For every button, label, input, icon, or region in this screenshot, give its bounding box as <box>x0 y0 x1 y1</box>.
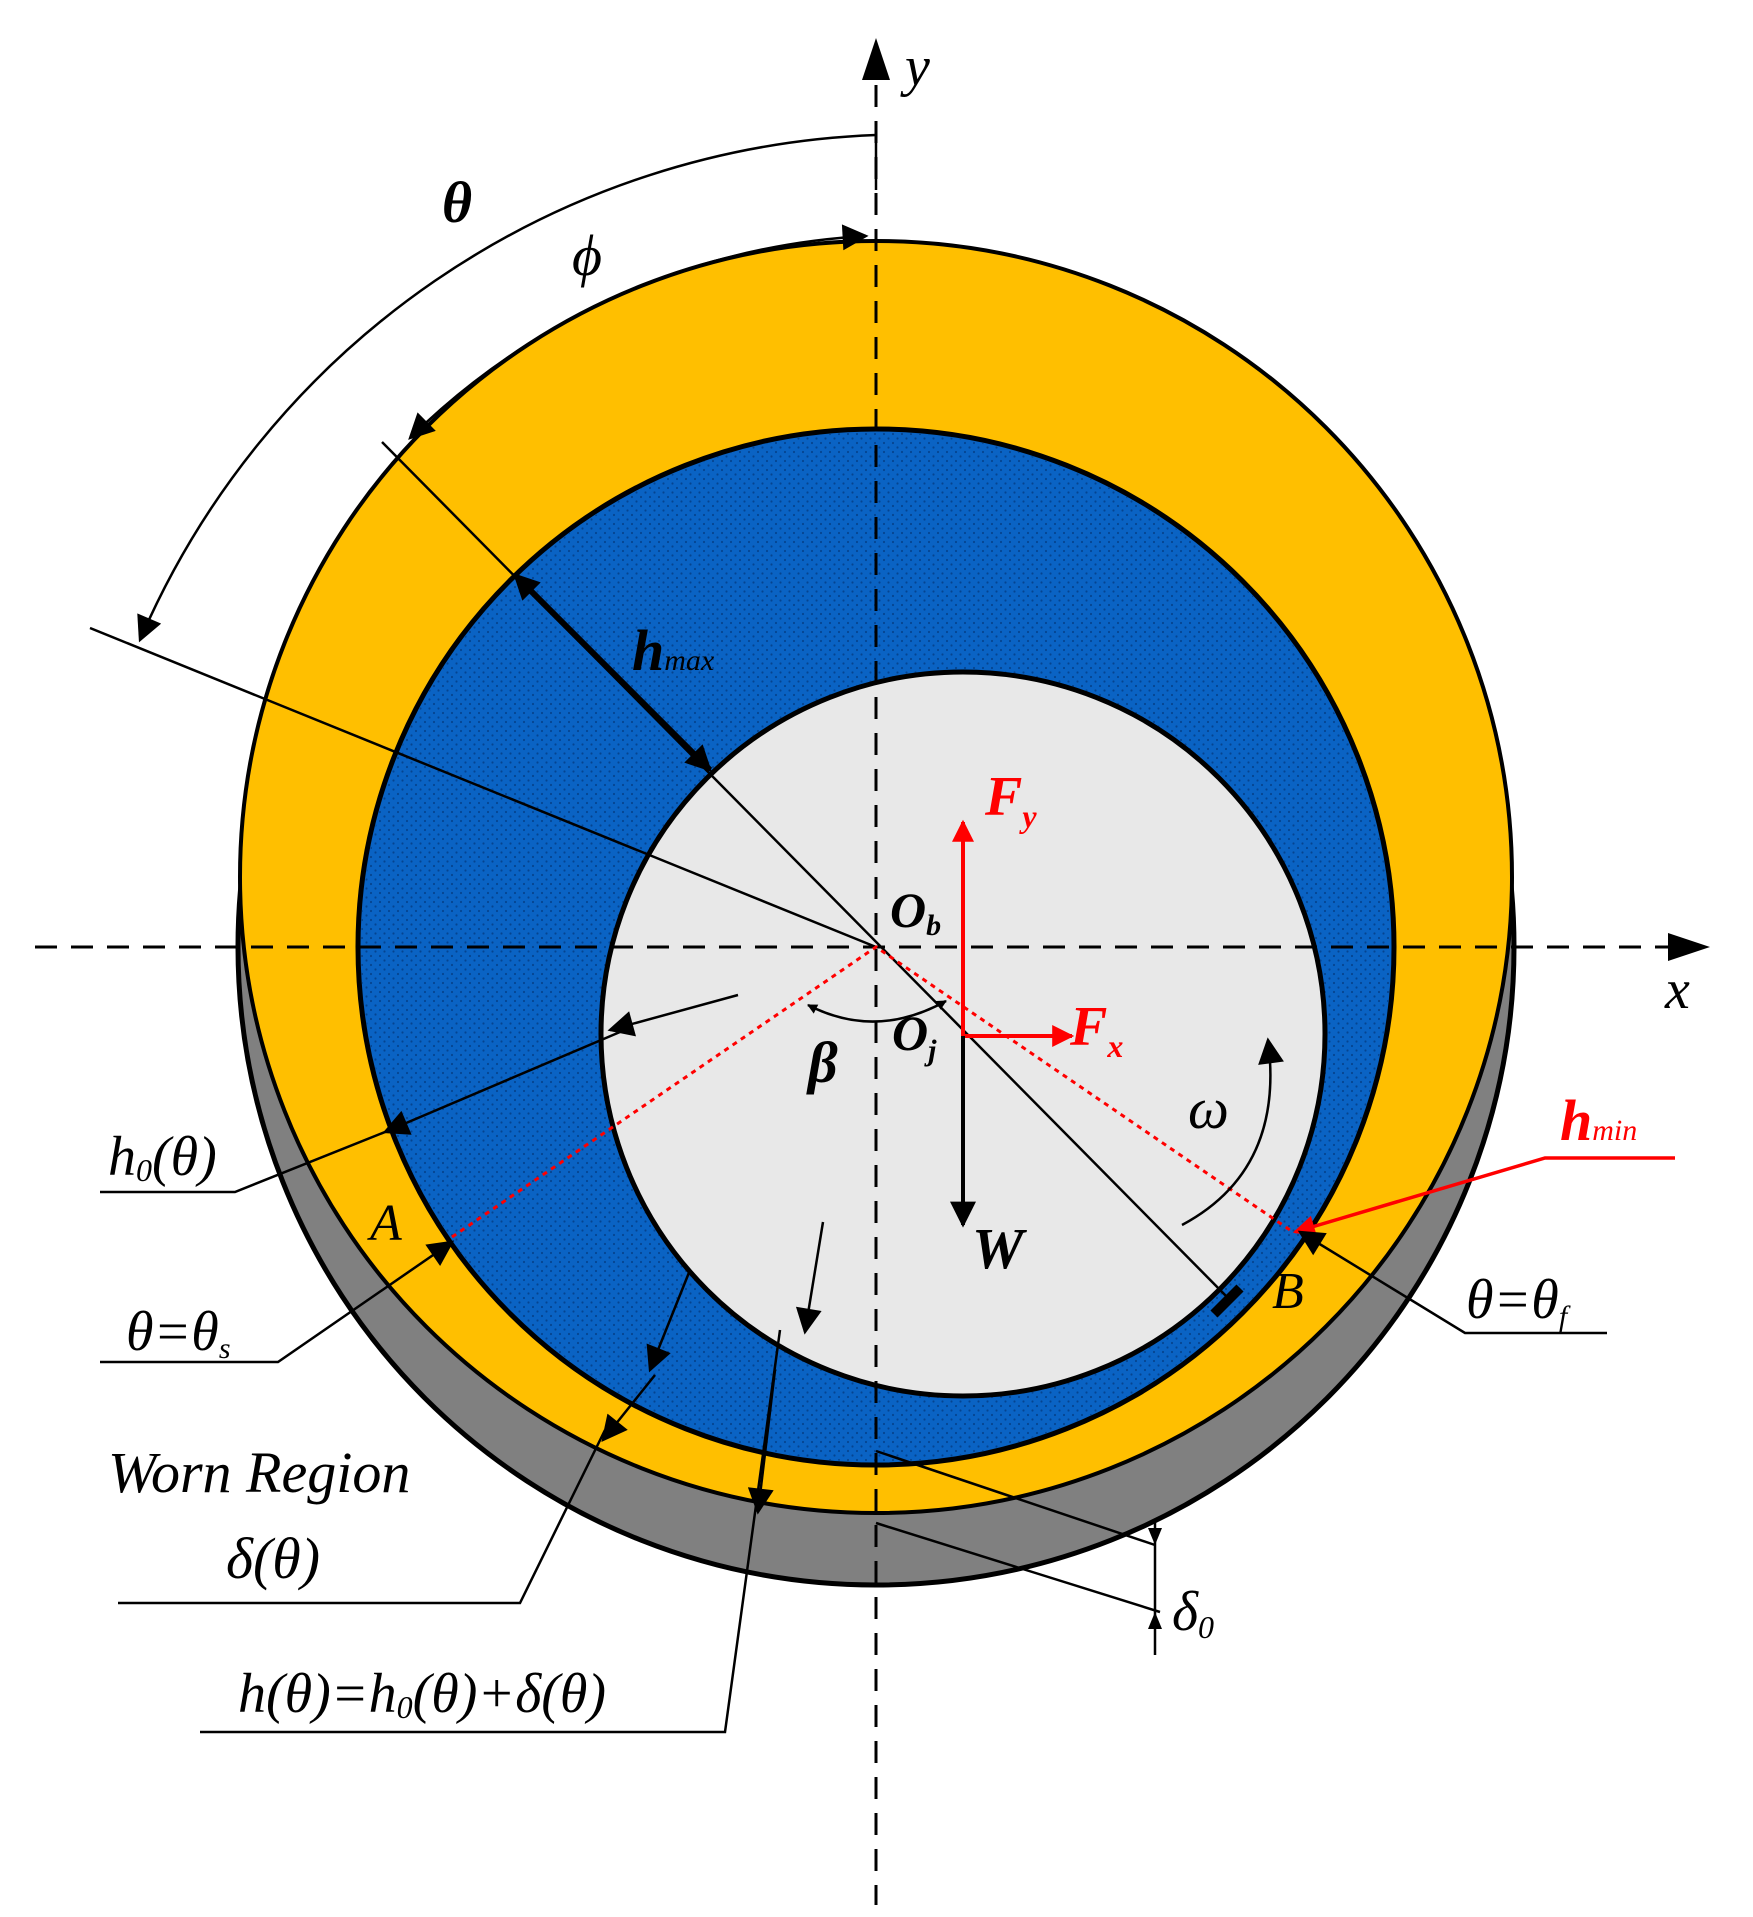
y-axis-arrowhead <box>862 38 890 80</box>
rotation-omega-arrow <box>1181 1037 1284 1227</box>
label-point-b: B <box>1272 1263 1304 1320</box>
label-point-a: A <box>367 1195 402 1252</box>
delta0-arrow-bottom <box>1148 1612 1162 1629</box>
label-h0-theta: h0(θ) <box>108 1126 217 1188</box>
label-phi: ϕ <box>572 223 602 288</box>
delta0-line-top <box>875 1449 1156 1547</box>
theta-f-leader <box>1297 1230 1607 1335</box>
worn-leader <box>118 1429 607 1605</box>
label-f-y: Fy <box>984 766 1037 834</box>
beta-arc <box>807 999 947 1023</box>
label-w: W <box>972 1216 1027 1281</box>
label-o-b: Ob <box>890 882 941 942</box>
label-theta-s: θ=θs <box>126 1301 231 1365</box>
label-beta: β <box>806 1030 838 1095</box>
h0-leader <box>100 1128 391 1194</box>
h-min-leader <box>1292 1156 1675 1237</box>
h-max-dimension <box>512 572 713 773</box>
label-delta0: δ0 <box>1172 1581 1214 1645</box>
label-h-max: hmax <box>632 618 715 683</box>
x-axis-arrowhead <box>1668 933 1710 961</box>
label-f-x: Fx <box>1069 996 1123 1064</box>
label-y-axis: y <box>900 36 930 98</box>
h0-pointer-inner <box>607 993 739 1037</box>
center-line-tick <box>1210 1284 1244 1318</box>
h-total-leader <box>200 1329 782 1734</box>
delta0-arrow-top <box>1148 1528 1162 1545</box>
h-total-pointer-outer <box>747 1369 777 1515</box>
label-theta: θ <box>442 170 472 235</box>
label-worn-delta: δ(θ) <box>226 1526 320 1591</box>
worn-pointer-inner <box>646 1269 692 1373</box>
label-h-theta-equation: h(θ)=h0(θ)+δ(θ) <box>238 1663 606 1725</box>
worn-pointer-outer <box>601 1374 656 1443</box>
phi-arc <box>408 224 869 440</box>
label-omega: ω <box>1188 1076 1229 1141</box>
label-o-j: Oj <box>892 1005 937 1067</box>
label-h-min: hmin <box>1560 1088 1637 1153</box>
label-theta-f: θ=θf <box>1466 1269 1571 1333</box>
theta-reference-line <box>89 626 877 949</box>
pressure-boundary-lines <box>451 945 1291 1239</box>
delta0-line-bottom <box>875 1521 1161 1614</box>
h0-pointer-outer <box>382 1030 621 1135</box>
theta-s-leader <box>100 1240 455 1364</box>
label-x-axis: x <box>1664 959 1690 1021</box>
h-total-pointer-inner <box>795 1221 825 1335</box>
label-worn-region: Worn Region <box>108 1440 410 1505</box>
